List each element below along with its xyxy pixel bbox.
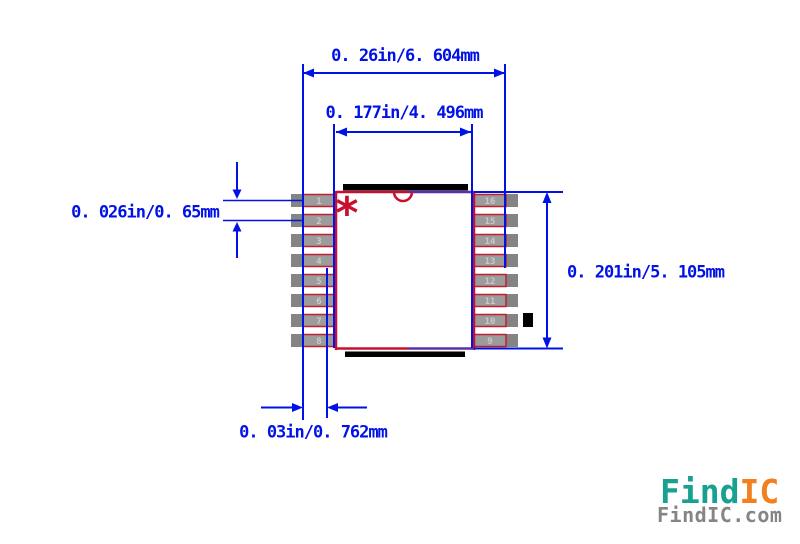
dim-label-lead-span: 0. 26in/6. 604mm [331,46,480,66]
pad-number: 6 [316,297,321,307]
orientation-marker-square [523,313,533,327]
pad-number: 12 [485,277,496,287]
pad-right-14: 14 [473,233,518,248]
arrowhead-up [232,222,242,232]
pad-right-13: 13 [473,253,518,268]
arrowhead-left [327,403,338,412]
pad-number: 4 [316,257,322,267]
dim-label-body-height: 0. 201in/5. 105mm [567,263,725,283]
pad-right-12: 12 [473,273,518,288]
dim-label-pin-pitch: 0. 026in/0. 65mm [71,203,220,223]
pad-right-11: 11 [473,293,518,308]
logo-word-find: Find [660,472,739,511]
arrowhead-right [292,403,303,412]
pin1-notch-arc [392,191,414,203]
pad-number: 16 [485,197,496,207]
pad-number: 3 [316,237,321,247]
silkscreen-bar-bottom [345,351,465,357]
pad-right-9: 9 [473,333,518,348]
arrowhead-left [336,127,347,137]
arrowhead-left [303,68,314,78]
findic-logo: FindIC FindIC.com [657,472,782,527]
logo-wordmark: FindIC [660,472,779,511]
pad-number: 5 [316,277,321,287]
package-body-outline [334,190,476,350]
pad-left-4: 4 [291,253,336,268]
arrowhead-down [232,189,242,199]
pad-left-5: 5 [291,273,336,288]
pad-number: 2 [316,217,321,227]
arrowhead-right [494,68,505,78]
pads-right: 16 15 14 13 12 11 10 9 [473,193,518,348]
arrowhead-right [460,127,471,137]
pad-right-16: 16 [473,193,518,208]
pad-number: 1 [316,197,321,207]
pad-left-3: 3 [291,233,336,248]
pad-right-15: 15 [473,213,518,228]
arrowhead-down [542,337,552,349]
dim-body-width: 0. 177in/4. 496mm [326,103,484,348]
logo-word-ic: IC [739,472,779,511]
dim-pad-length: 0. 03in/0. 762mm [239,268,389,443]
pad-number: 7 [316,317,321,327]
pad-number: 14 [485,237,496,247]
pad-number: 9 [487,337,492,347]
pad-number: 15 [485,217,496,227]
pad-number: 8 [316,337,321,347]
arrowhead-up [542,192,552,203]
dim-body-height: 0. 201in/5. 105mm [474,191,726,350]
pad-number: 11 [485,297,496,307]
silkscreen-bar-top [343,184,468,191]
logo-domain-text: FindIC.com [657,503,782,527]
pad-left-6: 6 [291,293,336,308]
pad-left-7: 7 [291,313,336,328]
dim-lead-span: 0. 26in/6. 604mm [302,46,506,420]
pin1-asterisk-marker: * [334,188,361,239]
pads-left: 1 2 3 4 5 6 7 8 [291,193,336,348]
dim-label-pad-length: 0. 03in/0. 762mm [239,423,388,443]
pad-left-8: 8 [291,333,336,348]
dim-pin-pitch: 0. 026in/0. 65mm [71,162,303,258]
pad-number: 13 [485,257,496,267]
dim-label-body-width: 0. 177in/4. 496mm [326,103,484,123]
pad-right-10: 10 [473,313,518,328]
pad-number: 10 [485,317,496,327]
